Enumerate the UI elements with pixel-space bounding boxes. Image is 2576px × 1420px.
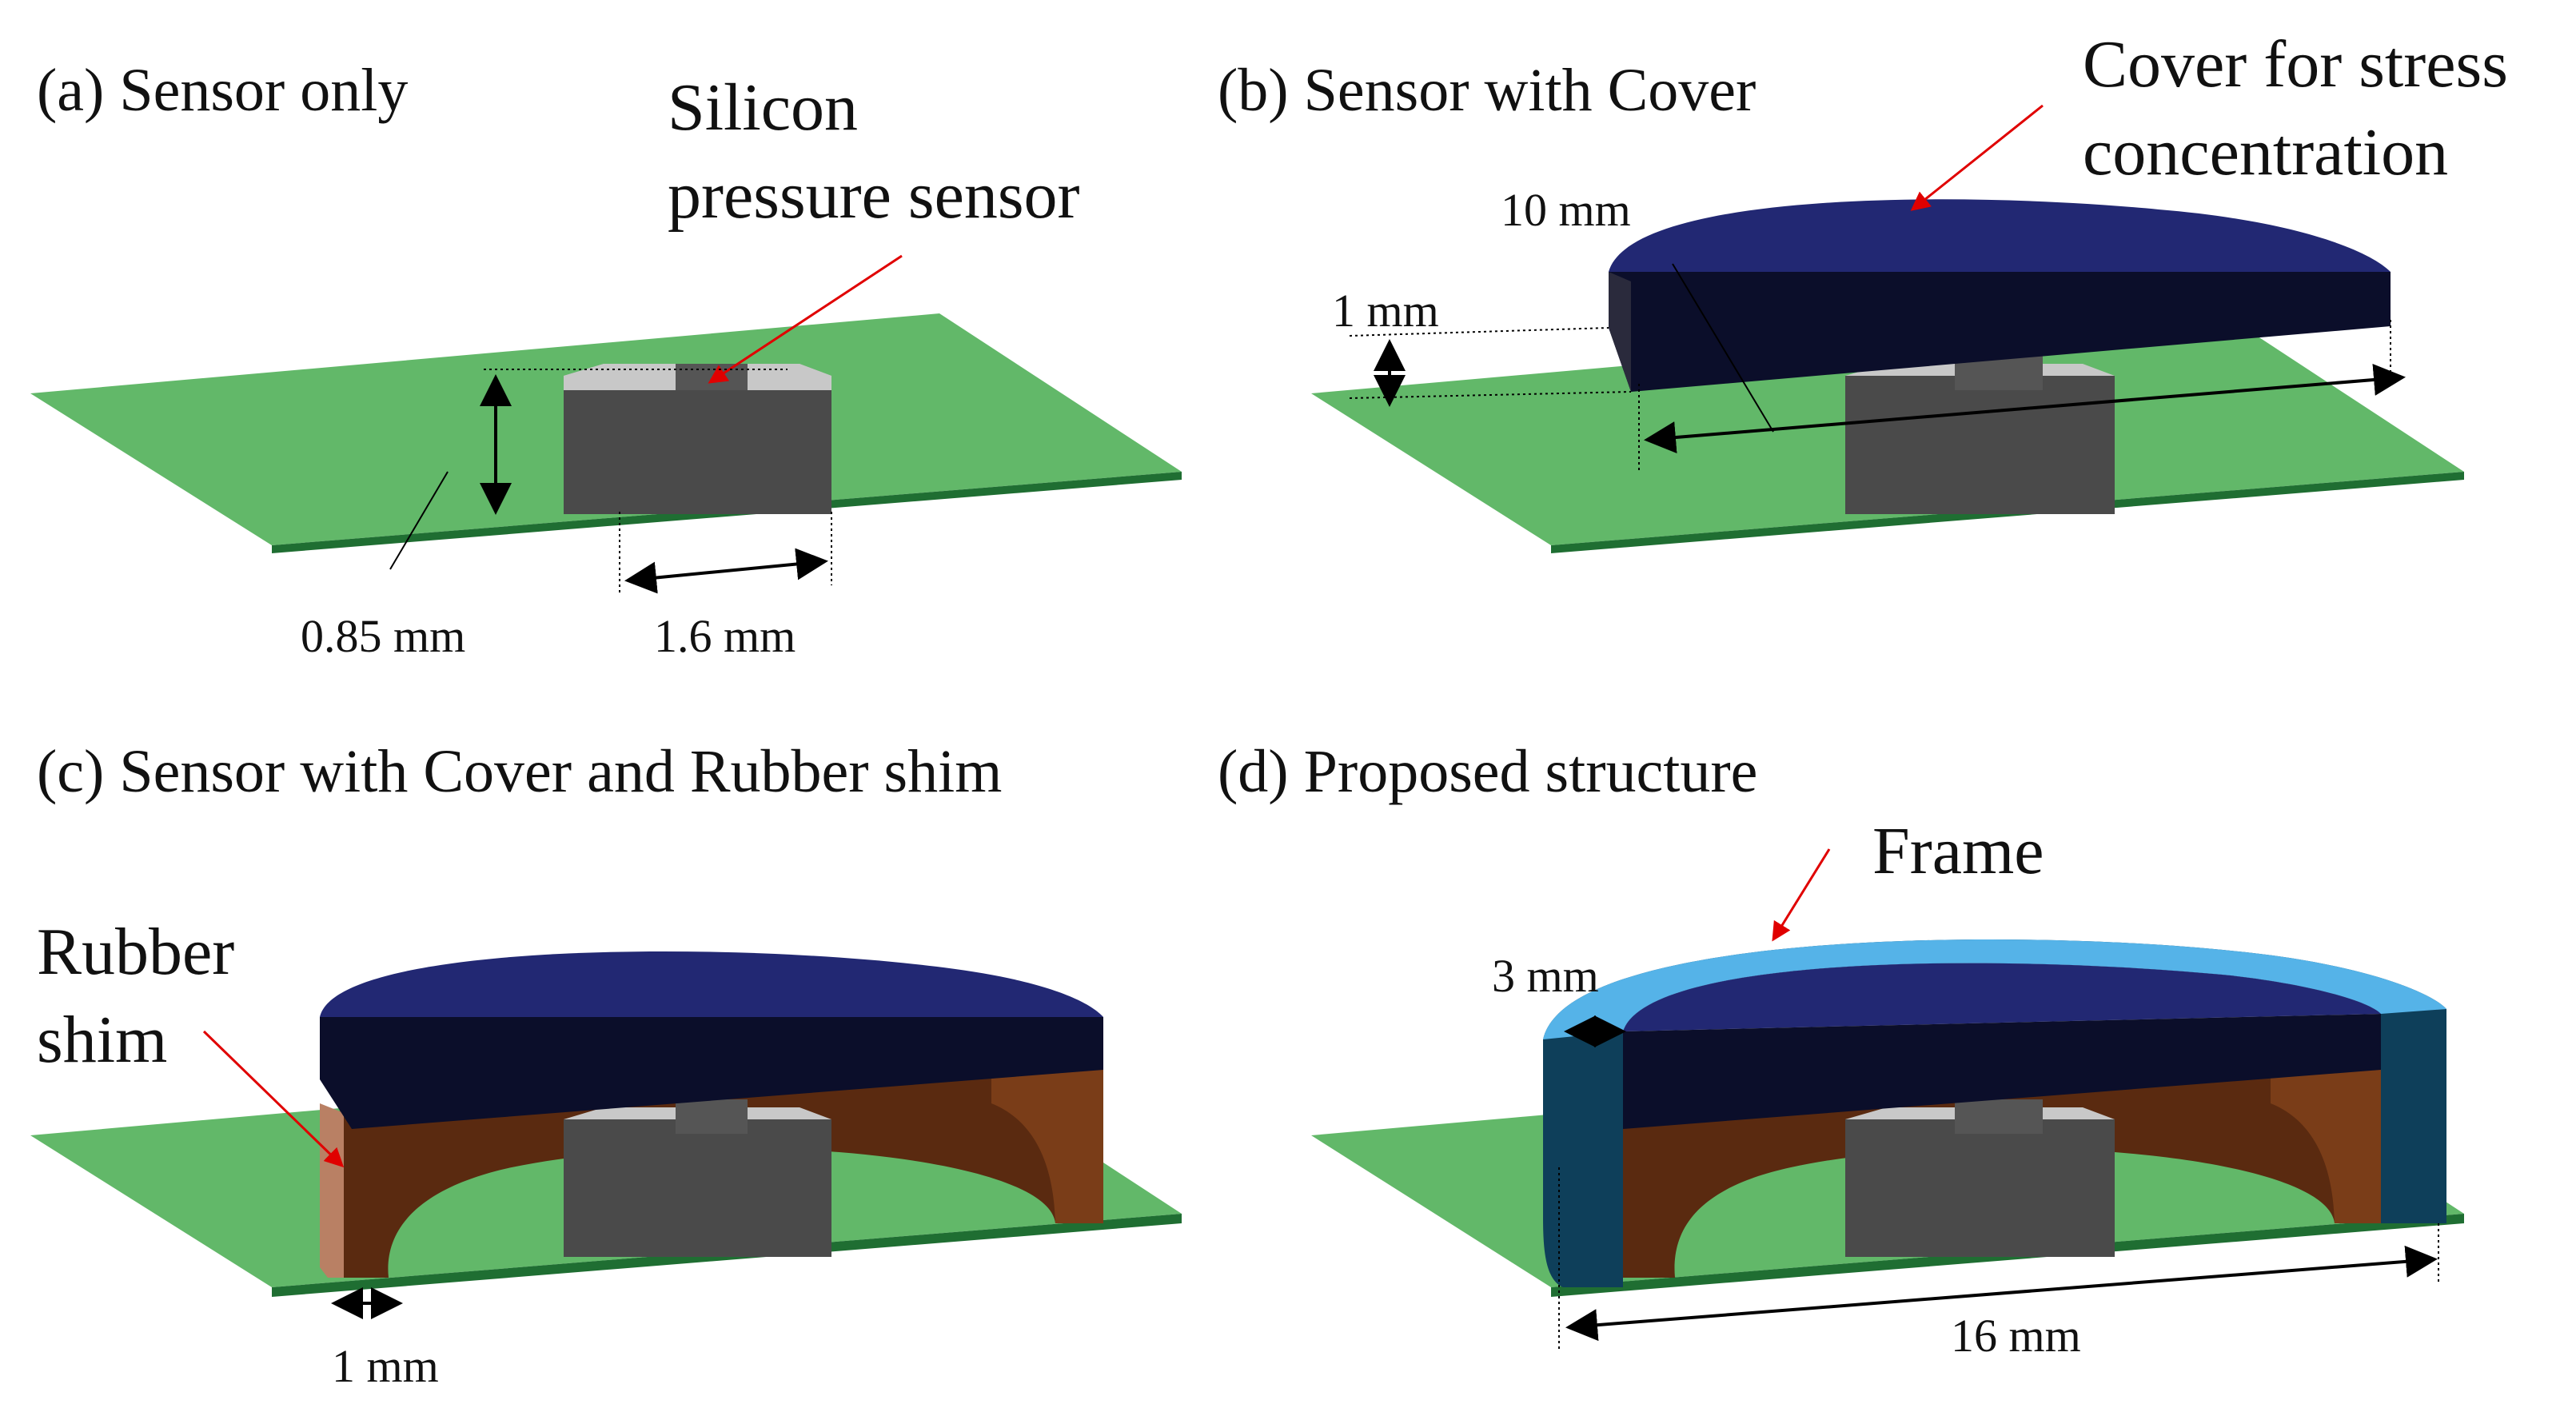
panel-b-annotation-line2: concentration xyxy=(2083,115,2448,189)
panel-b-annotation-line1: Cover for stress xyxy=(2083,27,2508,102)
panel-d-length-label: 16 mm xyxy=(1951,1310,2081,1362)
panel-b-length-dimension: 10 mm xyxy=(1501,184,2406,473)
panel-a-annotation-line1: Silicon xyxy=(668,70,858,145)
panel-c: (c) Sensor with Cover and Rubber shim Ru… xyxy=(30,738,1182,1392)
panel-b-sensor-chip xyxy=(1845,356,2115,514)
panel-c-annotation-line2: shim xyxy=(37,1003,167,1077)
panel-c-width-dimension: 1 mm xyxy=(331,1287,439,1392)
panel-d-red-arrow xyxy=(1772,848,1831,942)
panel-a: (a) Sensor only Silicon pressure sensor … xyxy=(30,57,1182,662)
panel-c-width-label: 1 mm xyxy=(332,1340,439,1392)
panel-c-rubber-shim xyxy=(320,1063,1103,1278)
panel-b: (b) Sensor with Cover Cover for stress c… xyxy=(1218,27,2508,553)
panel-a-width-label: 1.6 mm xyxy=(654,610,796,662)
panel-c-red-arrow xyxy=(202,1030,345,1168)
panel-b-red-arrow xyxy=(1910,104,2044,211)
panel-c-title: (c) Sensor with Cover and Rubber shim xyxy=(37,738,1002,805)
panel-a-annotation-line2: pressure sensor xyxy=(668,158,1080,233)
panel-d: (d) Proposed structure Frame 3 mm xyxy=(1218,738,2464,1362)
panel-d-title: (d) Proposed structure xyxy=(1218,738,1757,805)
panel-b-title: (b) Sensor with Cover xyxy=(1218,57,1756,124)
panel-d-sensor-chip xyxy=(1845,1099,2115,1257)
panel-d-annotation: Frame xyxy=(1872,814,2044,888)
panel-d-length-dimension: 16 mm xyxy=(1558,1167,2439,1362)
panel-a-height-dimension: 0.85 mm xyxy=(301,369,788,662)
panel-a-red-arrow xyxy=(708,254,903,384)
panel-a-title: (a) Sensor only xyxy=(37,57,408,124)
panel-b-thickness-dimension: 1 mm xyxy=(1332,285,1632,407)
panel-c-sensor-chip xyxy=(564,1099,831,1257)
panel-a-height-label: 0.85 mm xyxy=(301,610,465,662)
panel-d-frame-dimension: 3 mm xyxy=(1492,950,1626,1047)
panel-b-length-label: 10 mm xyxy=(1501,184,1631,236)
panel-c-annotation-line1: Rubber xyxy=(37,915,234,989)
panel-d-cover xyxy=(1623,963,2381,1129)
panel-c-cover xyxy=(320,951,1103,1129)
panel-a-width-dimension: 1.6 mm xyxy=(619,512,832,662)
panel-b-cover xyxy=(1609,199,2391,392)
panel-d-frame-label: 3 mm xyxy=(1492,950,1599,1002)
panel-d-frame xyxy=(1543,939,2446,1287)
panel-a-sensor-chip xyxy=(564,364,831,514)
panel-d-rubber-shim xyxy=(1623,1063,2381,1278)
panel-b-thickness-label: 1 mm xyxy=(1332,285,1439,337)
